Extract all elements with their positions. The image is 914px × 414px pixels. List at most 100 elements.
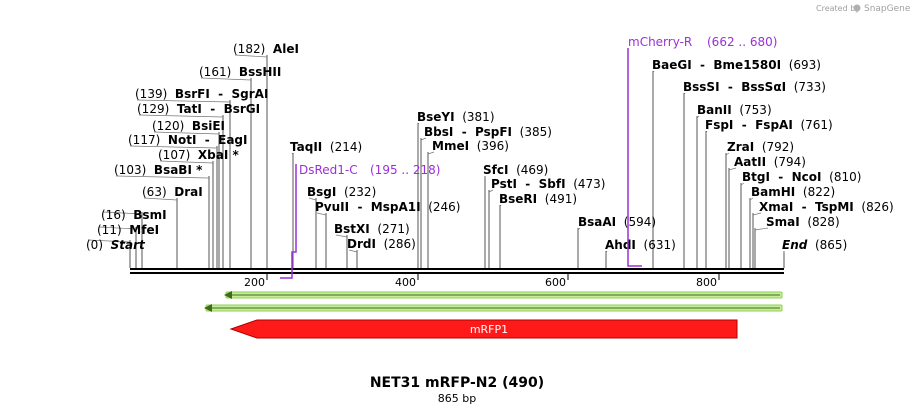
site-bsrfi-sgrai[interactable]: (139) BsrFI - SgrAI: [135, 87, 268, 101]
site-bsabi[interactable]: (103) BsaBI *: [114, 163, 203, 177]
site-label-xmai-tspmi: XmaI - TspMI (826): [759, 200, 894, 214]
enzyme-name: BamHI: [751, 185, 795, 199]
site-mmei[interactable]: MmeI (396): [432, 139, 509, 153]
site-smai[interactable]: SmaI (828): [766, 215, 840, 229]
site-bsiei[interactable]: (120) BsiEI: [152, 119, 225, 133]
site-drai[interactable]: (63) DraI: [142, 185, 203, 199]
site-bamhi[interactable]: BamHI (822): [751, 185, 835, 199]
site-leader-fspi-fspai: [705, 130, 708, 134]
enzyme-name: SfcI: [483, 163, 508, 177]
primer-dsred1-c-arrow: [280, 164, 297, 279]
site-position: (107): [158, 148, 190, 162]
snapgene-credit: Created by SnapGene: [816, 4, 911, 14]
site-aatii[interactable]: AatII (794): [734, 155, 806, 169]
site-position: (826): [861, 200, 893, 214]
site-bseri[interactable]: BseRI (491): [499, 192, 577, 206]
enzyme-name: BsrFI: [175, 87, 210, 101]
site-banii[interactable]: BanII (753): [697, 103, 772, 117]
site-position: (794): [774, 155, 806, 169]
site-leader-bsiei: [153, 131, 220, 135]
site-label-bsmi: (16) BsmI: [101, 208, 167, 222]
site-leader-bbsi-pspfi: [420, 137, 427, 141]
site-bsssi-bsss-i[interactable]: BssSI - BssSαI (733): [683, 80, 826, 94]
site-lines: [87, 54, 785, 268]
enzyme-name: PspFI: [475, 125, 512, 139]
site-psti-sbfi[interactable]: PstI - SbfI (473): [491, 177, 605, 191]
site-leader-bsaai: [577, 227, 581, 231]
primer-mcherry-r-arrow: [627, 48, 642, 267]
site-end[interactable]: End (865): [782, 238, 847, 252]
site-leader-bseri: [499, 204, 502, 208]
feature-mrfp1[interactable]: mRFP1: [229, 319, 738, 339]
site-xbai[interactable]: (107) XbaI *: [158, 148, 240, 162]
site-ahdi[interactable]: AhdI (631): [605, 238, 676, 252]
site-bsgi[interactable]: BsgI (232): [307, 185, 376, 199]
site-sfci[interactable]: SfcI (469): [483, 163, 548, 177]
site-label-tati-bsrgi: (129) TatI - BsrGI: [137, 102, 260, 116]
enzyme-name: PstI: [491, 177, 517, 191]
site-leader-banii: [696, 115, 700, 119]
enzyme-name: AhdI: [605, 238, 636, 252]
site-leader-bstxi: [335, 234, 348, 238]
enzyme-name: TaqII: [290, 140, 322, 154]
enzyme-name: MmeI: [432, 139, 469, 153]
orf-arrow-1[interactable]: [224, 291, 783, 299]
enzyme-name: BssSαI: [741, 80, 786, 94]
site-bsshii[interactable]: (161) BssHII: [199, 65, 281, 79]
site-label-bsiei: (120) BsiEI: [152, 119, 225, 133]
site-bstxi[interactable]: BstXI (271): [334, 222, 410, 236]
site-position: (594): [624, 215, 656, 229]
enzyme-name: SgrAI: [232, 87, 269, 101]
site-taqii[interactable]: TaqII (214): [290, 140, 362, 154]
enzyme-name: BanII: [697, 103, 732, 117]
orf-arrow-2[interactable]: [204, 304, 783, 312]
enzyme-name: AatII: [734, 155, 766, 169]
site-label-bstxi: BstXI (271): [334, 222, 410, 236]
site-alei[interactable]: (182) AleI: [233, 42, 299, 56]
site-drdi[interactable]: DrdI (286): [347, 237, 416, 251]
site-label-psti-sbfi: PstI - SbfI (473): [491, 177, 605, 191]
site-leader-aatii: [728, 167, 737, 171]
site-position: (792): [762, 140, 794, 154]
site-position: (0): [86, 238, 103, 252]
site-fspi-fspai[interactable]: FspI - FspAI (761): [705, 118, 833, 132]
site-start[interactable]: (0) Start: [86, 238, 146, 252]
primer-mcherry-r-range: (662 .. 680): [707, 35, 777, 49]
site-pvuii-mspa1i[interactable]: PvuII - MspA1I (246): [315, 200, 461, 214]
ruler-line-top: [130, 268, 784, 270]
enzyme-name: SmaI: [766, 215, 800, 229]
site-xmai-tspmi[interactable]: XmaI - TspMI (826): [759, 200, 894, 214]
site-label-start: (0) Start: [86, 238, 146, 252]
site-zrai[interactable]: ZraI (792): [727, 140, 794, 154]
site-bbsi-pspfi[interactable]: BbsI - PspFI (385): [424, 125, 552, 139]
site-leader-xmai-tspmi: [752, 212, 762, 216]
site-leader-start: [87, 239, 131, 243]
primer-mcherry-r[interactable]: mCherry-R (662 .. 680): [627, 35, 777, 267]
feature-mrfp1-arrow: [229, 319, 738, 339]
site-noti-eagi[interactable]: (117) NotI - EagI: [128, 133, 247, 147]
primer-dsred1-c[interactable]: DsRed1-C (195 .. 218): [280, 163, 440, 279]
site-bseyi[interactable]: BseYI (381): [417, 110, 495, 124]
site-baegi-bme1580i[interactable]: BaeGI - Bme1580I (693): [652, 58, 821, 72]
site-position: (693): [789, 58, 821, 72]
site-position: (214): [330, 140, 362, 154]
site-leader-btgi-ncoi: [740, 182, 745, 186]
enzyme-name: PvuII: [315, 200, 349, 214]
site-bsaai[interactable]: BsaAI (594): [578, 215, 656, 229]
site-leader-bsgi: [308, 197, 317, 201]
site-label-xbai: (107) XbaI *: [158, 148, 240, 162]
site-tati-bsrgi[interactable]: (129) TatI - BsrGI: [137, 102, 260, 116]
site-leader-tati-bsrgi: [138, 114, 224, 118]
site-position: (385): [520, 125, 552, 139]
site-mfei[interactable]: (11) MfeI: [97, 223, 159, 237]
site-label-btgi-ncoi: BtgI - NcoI (810): [742, 170, 861, 184]
site-label-bbsi-pspfi: BbsI - PspFI (385): [424, 125, 552, 139]
site-btgi-ncoi[interactable]: BtgI - NcoI (810): [742, 170, 861, 184]
site-label-taqii: TaqII (214): [290, 140, 362, 154]
snapgene-logo-icon: [853, 4, 861, 12]
site-leader-bsabi: [115, 175, 210, 179]
enzyme-name: XmaI: [759, 200, 793, 214]
site-bsmi[interactable]: (16) BsmI: [101, 208, 167, 222]
site-position: (271): [377, 222, 409, 236]
